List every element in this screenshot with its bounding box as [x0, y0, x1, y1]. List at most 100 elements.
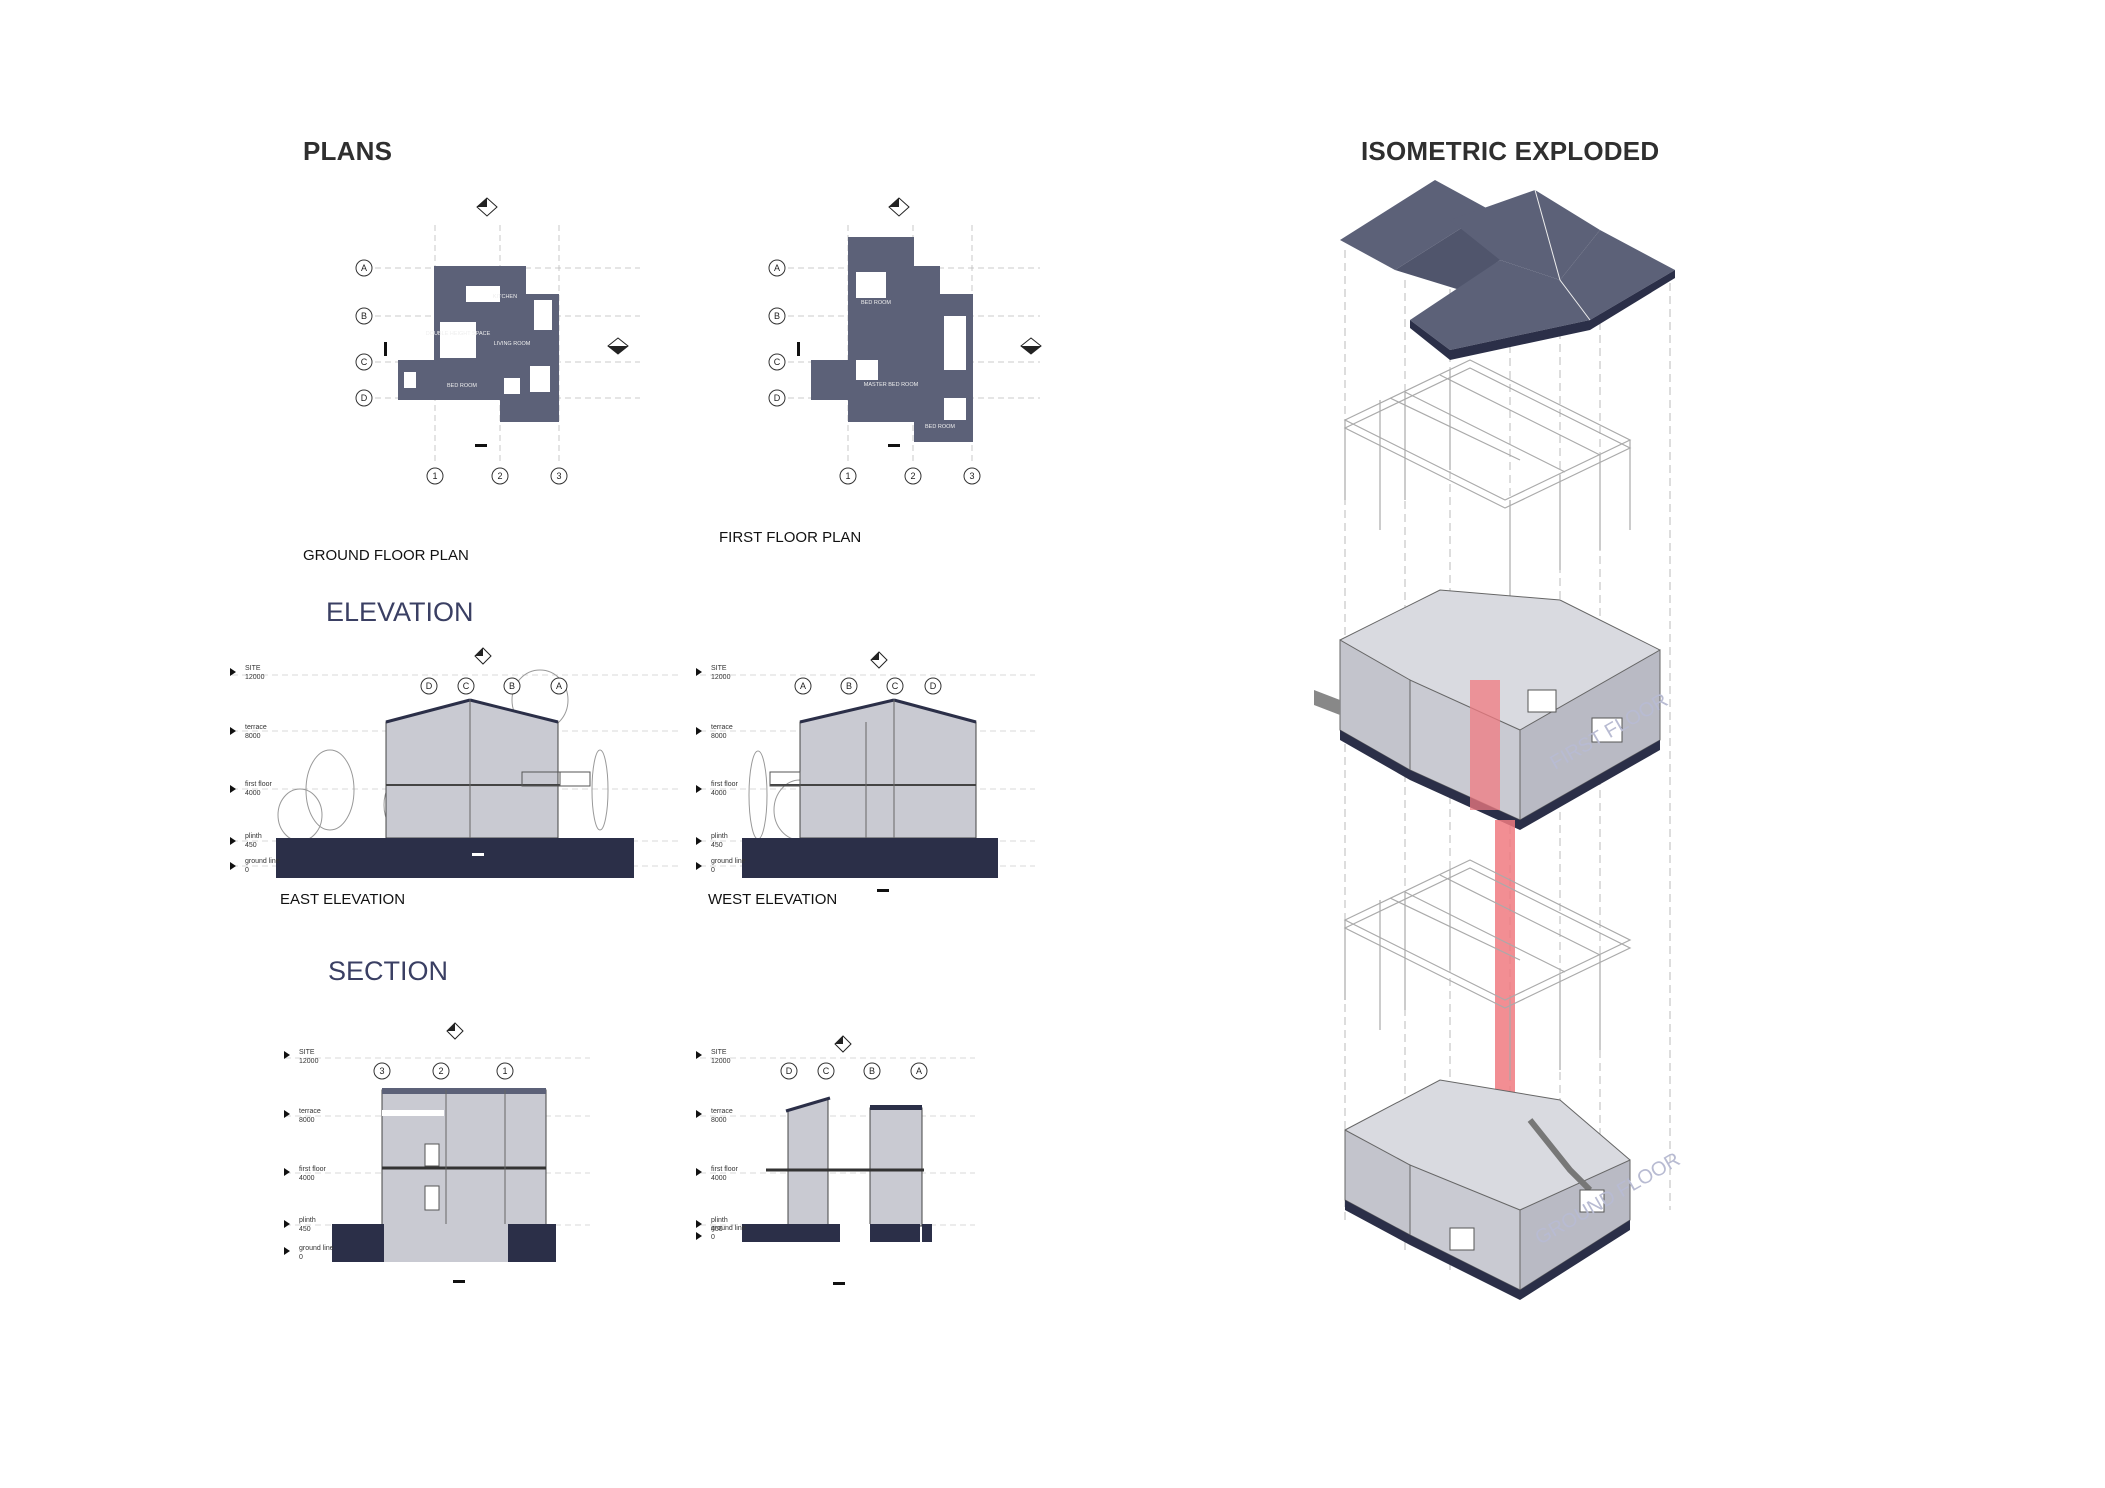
s2-level-site: SITE [711, 1049, 727, 1056]
ee-level-first-val: 4000 [245, 790, 261, 797]
s2-level-terrace-val: 8000 [711, 1117, 727, 1124]
s1-grid-1: 1 [502, 1066, 507, 1076]
ee-level-plinth-val: 450 [245, 842, 257, 849]
iso-ground-floor [1344, 1079, 1631, 1300]
iso-frame-upper [1343, 359, 1632, 600]
we-grid-c: C [892, 681, 899, 691]
room-bed-first-1: BED ROOM [861, 300, 891, 306]
grid-1: 1 [432, 471, 437, 481]
s1-level-first: first floor [299, 1166, 327, 1173]
west-elevation-caption: WEST ELEVATION [708, 891, 838, 908]
room-double-height: DOUBLE HEIGHT SPACE [426, 331, 491, 337]
ff-grid-b: B [774, 311, 780, 321]
room-bed-first-2: BED ROOM [925, 424, 955, 430]
ff-grid-a: A [774, 263, 780, 273]
s2-level-first: first floor [711, 1166, 739, 1173]
ff-north-arrow-icon [888, 197, 910, 217]
ee-level-plinth: plinth [245, 833, 262, 840]
grid-2: 2 [497, 471, 502, 481]
ee-grid-b: B [509, 681, 515, 691]
ee-level-terrace-val: 8000 [245, 733, 261, 740]
s1-level-terrace: terrace [299, 1108, 321, 1115]
we-grid-b: B [846, 681, 852, 691]
room-living: LIVING ROOM [494, 341, 531, 347]
first-floor-plan: BED ROOM MASTER BED ROOM BED ROOM A B C … [768, 197, 1042, 485]
isometric-exploded-view: FIRST FLOOR GROUND FLOOR [1314, 180, 1684, 1300]
ee-level-site: SITE [245, 665, 261, 672]
we-level-site-val: 12000 [711, 674, 731, 681]
ff-grid-c: C [774, 357, 781, 367]
grid-3: 3 [556, 471, 561, 481]
plans-heading: PLANS [303, 136, 393, 166]
s2-level-plinth: plinth [711, 1217, 728, 1224]
iso-roof [1340, 180, 1675, 360]
iso-frame-lower [1343, 859, 1632, 1080]
we-level-terrace-val: 8000 [711, 733, 727, 740]
ff-grid-d: D [774, 393, 781, 403]
ee-grid-c: C [463, 681, 470, 691]
s2-level-ground: ground line [711, 1225, 746, 1232]
ff-grid-1: 1 [845, 471, 850, 481]
section-heading: SECTION [328, 956, 449, 986]
we-level-first: first floor [711, 781, 739, 788]
s1-level-site: SITE [299, 1049, 315, 1056]
grid-a: A [361, 263, 367, 273]
ee-grid-d: D [426, 681, 433, 691]
s2-grid-d: D [786, 1066, 793, 1076]
first-floor-plan-caption: FIRST FLOOR PLAN [719, 529, 862, 546]
we-level-terrace: terrace [711, 724, 733, 731]
ee-level-ground-val: 0 [245, 867, 249, 874]
s2-grid-c: C [823, 1066, 830, 1076]
s1-level-ground-val: 0 [299, 1254, 303, 1261]
ff-grid-2: 2 [910, 471, 915, 481]
elevation-heading: ELEVATION [326, 597, 474, 627]
we-marker-icon [870, 651, 888, 669]
iso-stair-core [1495, 820, 1515, 1100]
room-bed-ground: BED ROOM [447, 383, 477, 389]
s2-level-ground-val: 0 [711, 1234, 715, 1241]
s1-level-plinth: plinth [299, 1217, 316, 1224]
iso-first-floor [1314, 589, 1661, 830]
we-level-plinth-val: 450 [711, 842, 723, 849]
s2-grid-a: A [916, 1066, 922, 1076]
ee-grid-a: A [556, 681, 562, 691]
ee-level-site-val: 12000 [245, 674, 265, 681]
we-level-plinth: plinth [711, 833, 728, 840]
s1-grid-3: 3 [379, 1066, 384, 1076]
grid-d: D [361, 393, 368, 403]
s1-level-plinth-val: 450 [299, 1226, 311, 1233]
s1-level-ground: ground line [299, 1245, 334, 1252]
ground-floor-plan-caption: GROUND FLOOR PLAN [303, 547, 469, 564]
ee-level-first: first floor [245, 781, 273, 788]
room-master-bed: MASTER BED ROOM [864, 382, 919, 388]
ee-level-ground: ground line [245, 858, 280, 865]
ff-grid-3: 3 [969, 471, 974, 481]
s1-level-first-val: 4000 [299, 1175, 315, 1182]
s1-grid-2: 2 [438, 1066, 443, 1076]
s2-level-site-val: 12000 [711, 1058, 731, 1065]
room-kitchen: KITCHEN [493, 294, 517, 300]
section-marker-icon [607, 337, 629, 355]
ground-floor-plan: KITCHEN DOUBLE HEIGHT SPACE LIVING ROOM … [355, 197, 640, 485]
s1-marker-icon [446, 1022, 464, 1040]
ee-marker-icon [474, 647, 492, 665]
we-grid-a: A [800, 681, 806, 691]
s1-level-terrace-val: 8000 [299, 1117, 315, 1124]
east-elevation-caption: EAST ELEVATION [280, 891, 406, 908]
north-arrow-icon [476, 197, 498, 217]
drawings-canvas: KITCHEN DOUBLE HEIGHT SPACE LIVING ROOM … [230, 197, 1042, 1285]
s2-level-first-val: 4000 [711, 1175, 727, 1182]
we-level-ground-val: 0 [711, 867, 715, 874]
we-level-ground: ground line [711, 858, 746, 865]
grid-c: C [361, 357, 368, 367]
grid-b: B [361, 311, 367, 321]
we-level-site: SITE [711, 665, 727, 672]
s2-grid-b: B [869, 1066, 875, 1076]
